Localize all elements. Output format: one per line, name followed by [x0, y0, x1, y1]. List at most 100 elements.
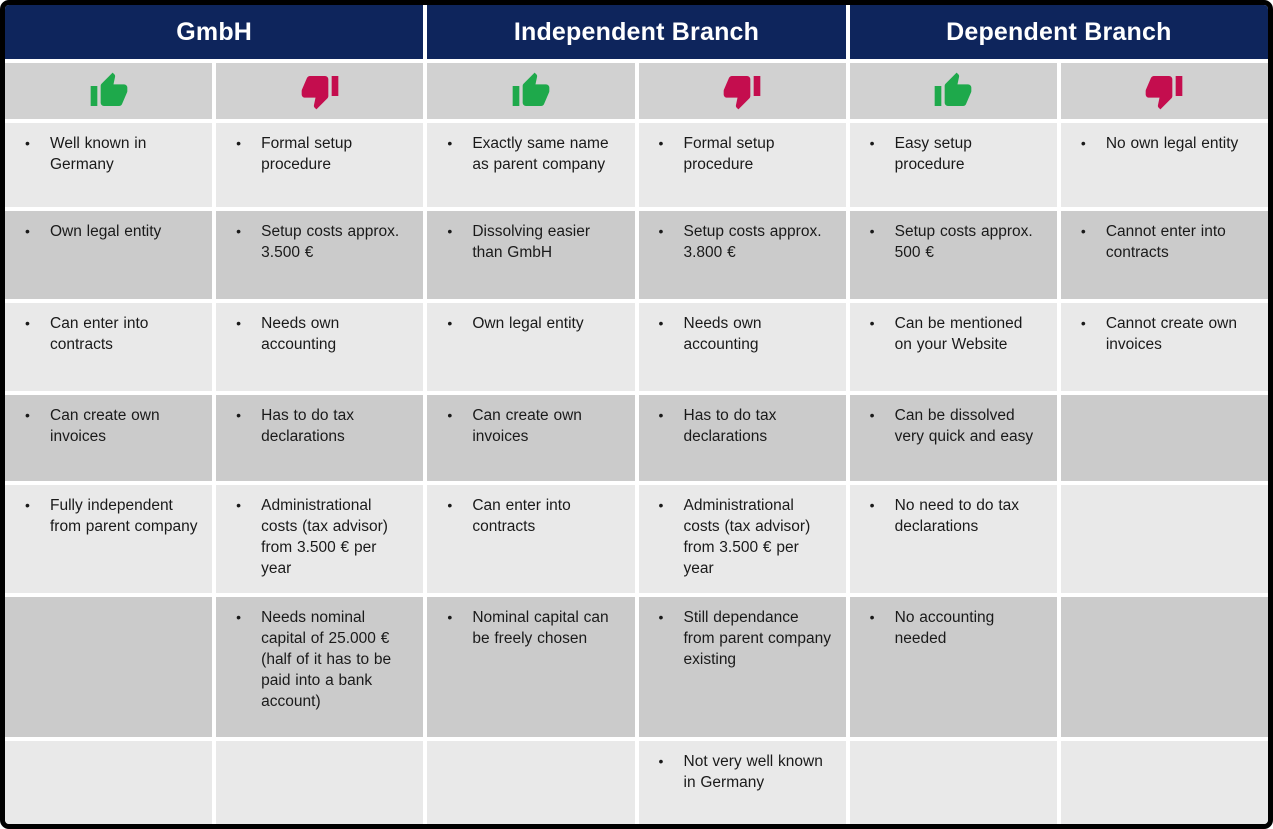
- table-cell: • Dissolving easier than GmbH: [427, 211, 635, 299]
- bullet: •: [447, 315, 453, 331]
- cell-text: Easy setup procedure: [894, 135, 972, 174]
- cons-header-cell: [638, 63, 846, 119]
- cell-text: Own legal entity: [50, 223, 162, 240]
- table-cell: • Needs own accounting: [638, 303, 846, 391]
- cell-text: Setup costs approx. 3.800 €: [683, 223, 822, 262]
- table-cell: • Administrational costs (tax advisor) fr…: [216, 485, 424, 593]
- bullet: •: [25, 135, 30, 151]
- bullet: •: [658, 497, 664, 513]
- cell-text: Not very well known in Germany: [683, 753, 823, 792]
- cell-text: No accounting needed: [894, 609, 995, 648]
- bullet: •: [447, 407, 453, 423]
- bullet: •: [236, 609, 242, 625]
- bullet: •: [25, 315, 30, 331]
- cell-text: Can create own invoices: [472, 407, 582, 446]
- table-cell: •Formal setup procedure: [638, 123, 846, 207]
- table-cell: • Can be mentioned on your Website: [849, 303, 1057, 391]
- table-cell: •Setup costs approx. 3.800 €: [638, 211, 846, 299]
- bullet: •: [236, 135, 242, 151]
- thumb-down-icon: [720, 71, 764, 111]
- cell-text: Formal setup procedure: [261, 135, 353, 174]
- cell-text: Administrational costs (tax advisor) fro…: [683, 497, 811, 578]
- bullet: •: [236, 315, 242, 331]
- cell-text: Can enter into contracts: [50, 315, 149, 354]
- table-cell: •Not very well known in Germany: [638, 741, 846, 824]
- table-cell: • Still dependance from parent company ex…: [638, 597, 846, 737]
- table-cell: •: [849, 741, 1057, 824]
- cell-text: No own legal entity: [1105, 135, 1239, 152]
- bullet: •: [1080, 315, 1086, 331]
- cons-header-cell: [1060, 63, 1268, 119]
- table-cell: •Has to do tax declarations: [638, 395, 846, 481]
- cell-text: Exactly same name as parent company: [472, 135, 609, 174]
- bullet: •: [236, 497, 242, 513]
- bullet: •: [447, 223, 453, 239]
- pros-header-cell: [849, 63, 1057, 119]
- table-cell: • Can enter into contracts: [5, 303, 213, 391]
- bullet: •: [236, 407, 242, 423]
- table-cell: • Needs nominal capital of 25.000 € (half…: [216, 597, 424, 737]
- cell-text: Own legal entity: [472, 315, 584, 332]
- table-cell: •Can be dissolved very quick and easy: [849, 395, 1057, 481]
- table-cell: • Setup costs approx. 3.500 €: [216, 211, 424, 299]
- table-cell: •: [1060, 597, 1268, 737]
- table-cell: •: [1060, 741, 1268, 824]
- cell-text: Dissolving easier than GmbH: [472, 223, 590, 262]
- cell-text: Still dependance from parent company exi…: [683, 609, 831, 669]
- table-cell: • Can create own invoices: [427, 395, 635, 481]
- table-cell: •Can enter into contracts: [427, 485, 635, 593]
- bullet: •: [869, 135, 875, 151]
- cell-text: No need to do tax declarations: [894, 497, 1020, 536]
- table-cell: •: [5, 741, 213, 824]
- group-header-gmbh: GmbH: [5, 5, 424, 59]
- cell-text: Cannot enter into contracts: [1105, 223, 1226, 262]
- bullet: •: [658, 407, 664, 423]
- bullet: •: [1080, 135, 1086, 151]
- cell-text: Can create own invoices: [50, 407, 160, 446]
- cell-text: Needs nominal capital of 25.000 € (half …: [261, 609, 392, 711]
- group-title: Dependent Branch: [946, 17, 1172, 46]
- table-cell: • No accounting needed: [849, 597, 1057, 737]
- cell-text: Can enter into contracts: [472, 497, 571, 536]
- bullet: •: [658, 135, 664, 151]
- bullet: •: [658, 315, 664, 331]
- thumb-up-icon: [931, 71, 975, 111]
- table-cell: • Nominal capital can be freely chosen: [427, 597, 635, 737]
- table-cell: •Exactly same name as parent company: [427, 123, 635, 207]
- bullet: •: [869, 223, 875, 239]
- cell-text: Needs own accounting: [683, 315, 762, 354]
- table-cell: •: [1060, 485, 1268, 593]
- bullet: •: [25, 407, 30, 423]
- pros-header-cell: [5, 63, 213, 119]
- table-cell: •Cannot create own invoices: [1060, 303, 1268, 391]
- cell-text: Nominal capital can be freely chosen: [472, 609, 609, 648]
- table-cell: •: [5, 597, 213, 737]
- thumb-up-icon: [87, 71, 131, 111]
- group-title: GmbH: [176, 17, 253, 46]
- table-cell: •Well known in Germany: [5, 123, 213, 207]
- group-title: Independent Branch: [513, 17, 760, 46]
- table-cell: • Administrational costs (tax advisor) fr…: [638, 485, 846, 593]
- bullet: •: [869, 609, 875, 625]
- bullet: •: [869, 407, 875, 423]
- group-header-independent-branch: Independent Branch: [427, 5, 846, 59]
- table-cell: •Setup costs approx. 500 €: [849, 211, 1057, 299]
- bullet: •: [869, 315, 875, 331]
- table-cell: • No own legal entity: [1060, 123, 1268, 207]
- bullet: •: [25, 223, 30, 239]
- cell-text: Administrational costs (tax advisor) fro…: [261, 497, 388, 578]
- table-cell: •No need to do tax declarations: [849, 485, 1057, 593]
- bullet: •: [658, 609, 664, 625]
- table-cell: •Cannot enter into contracts: [1060, 211, 1268, 299]
- bullet: •: [447, 609, 453, 625]
- table-cell: • Easy setup procedure: [849, 123, 1057, 207]
- table-cell: •Needs own accounting: [216, 303, 424, 391]
- cell-text: Has to do tax declarations: [261, 407, 354, 446]
- cell-text: Setup costs approx. 3.500 €: [261, 223, 400, 262]
- cell-text: Can be mentioned on your Website: [894, 315, 1023, 354]
- bullet: •: [236, 223, 242, 239]
- table-cell: • Formal setup procedure: [216, 123, 424, 207]
- cell-text: Fully independent from parent company: [50, 497, 198, 536]
- table-cell: • Own legal entity: [5, 211, 213, 299]
